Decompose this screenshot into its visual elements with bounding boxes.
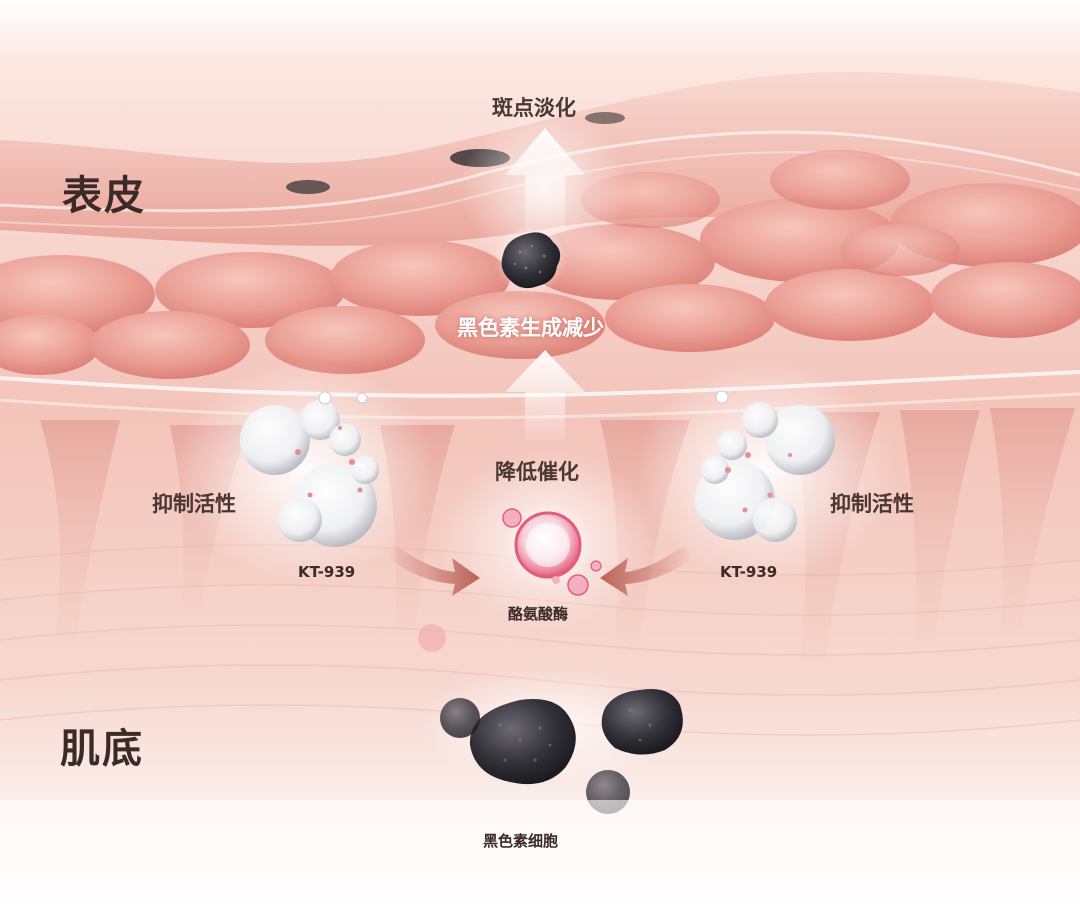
arrow-up-icon [505, 128, 585, 232]
effect-lower-catalysis: 降低催化 [495, 460, 579, 484]
effect-spots-fade: 斑点淡化 [492, 96, 576, 120]
arrow-left-icon [600, 545, 692, 596]
melanin-granule-icon [494, 224, 566, 296]
kt939-right-icon [695, 390, 835, 542]
effect-melanin-reduced: 黑色素生成减少 [457, 316, 604, 340]
layer-label-epidermis: 表皮 [62, 173, 146, 219]
melanocyte-label: 黑色素细胞 [483, 832, 559, 850]
inhibitor-right-name: KT-939 [720, 563, 778, 581]
tyrosinase-icon [502, 501, 602, 596]
skin-cells [0, 150, 1080, 379]
inhibitor-left-action: 抑制活性 [152, 492, 236, 516]
inhibitor-left-name: KT-939 [298, 563, 356, 581]
arrow-up-icon [505, 350, 585, 440]
melanocyte-cluster-icon [418, 665, 683, 814]
arrow-right-icon [388, 545, 480, 596]
kt939-left-icon [240, 391, 379, 547]
enzyme-label: 酪氨酸酶 [508, 605, 569, 623]
inhibitor-right-action: 抑制活性 [830, 492, 914, 516]
layer-label-dermis: 肌底 [60, 726, 144, 772]
